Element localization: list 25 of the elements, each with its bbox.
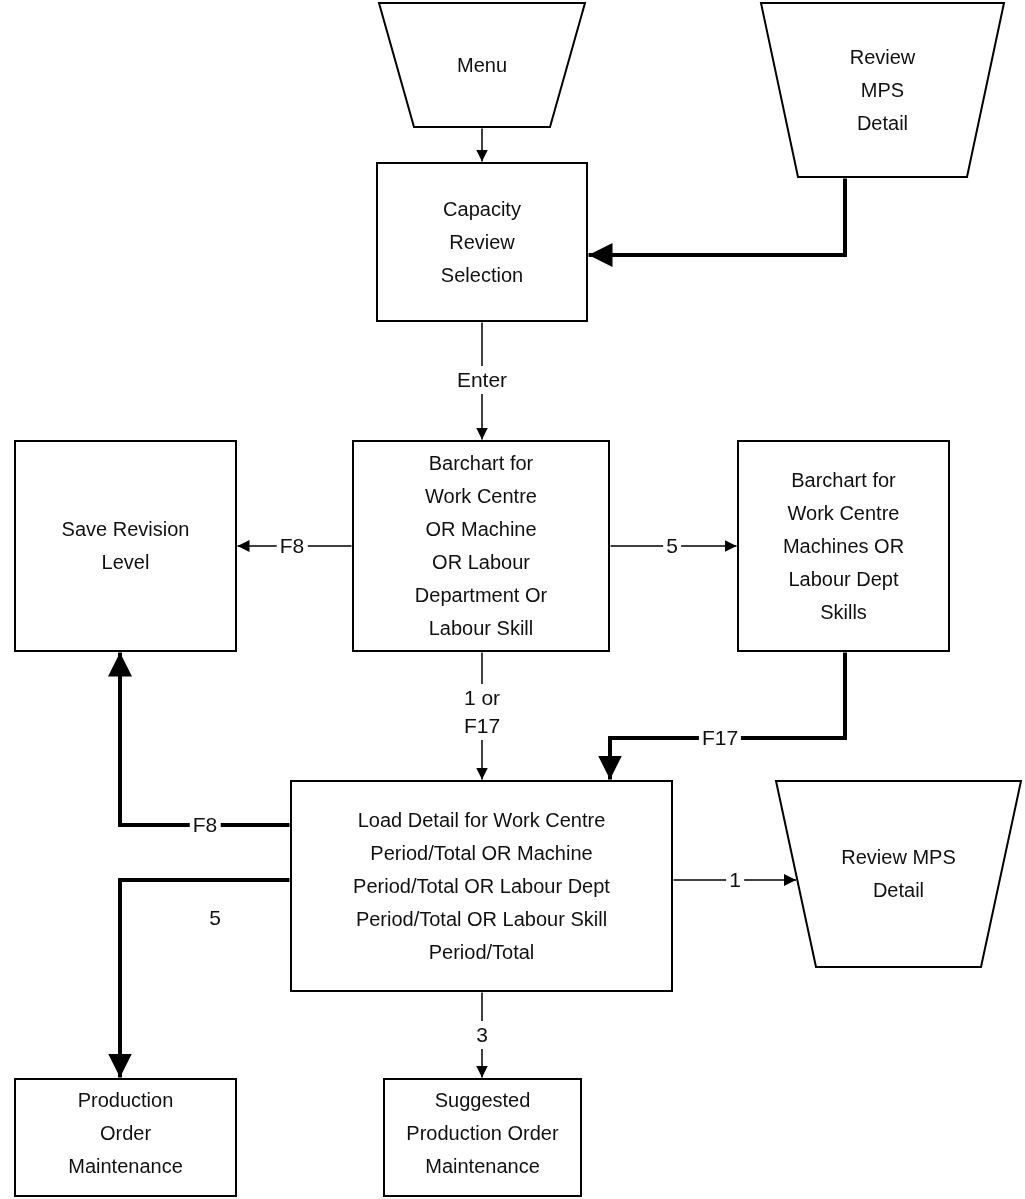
display-trapezoid bbox=[378, 2, 586, 128]
node-text: Suggested Production Order Maintenance bbox=[405, 1088, 560, 1179]
process-box bbox=[14, 440, 237, 652]
arrow bbox=[108, 652, 290, 827]
node-text: Save Revision Level bbox=[60, 517, 191, 575]
process-box bbox=[376, 162, 588, 322]
node-text: Production Order Maintenance bbox=[67, 1088, 184, 1179]
process-box bbox=[383, 1078, 582, 1197]
arrow bbox=[108, 878, 290, 1078]
display-trapezoid bbox=[775, 780, 1022, 968]
process-box bbox=[352, 440, 610, 652]
node-text: Barchart for Work Centre Machines OR Labour Dept Skills bbox=[781, 467, 906, 625]
node-text: Review MPS Detail bbox=[840, 845, 957, 903]
process-box bbox=[14, 1078, 237, 1197]
arrow bbox=[476, 127, 488, 163]
display-trapezoid bbox=[760, 2, 1005, 178]
node-text: Review MPS Detail bbox=[848, 44, 917, 136]
process-box bbox=[737, 440, 950, 652]
node-text: Load Detail for Work Centre Period/Total OR Machine Period/Total OR Labour Dept Period/Total OR Labour Skill Period/Total bbox=[352, 807, 611, 965]
arrow bbox=[588, 178, 847, 267]
node-text: Menu bbox=[456, 52, 508, 78]
node-text: Barchart for Work Centre OR Machine OR Labour Department Or Labour Skill bbox=[413, 451, 549, 641]
node-text: Capacity Review Selection bbox=[439, 196, 525, 288]
arrow bbox=[598, 652, 847, 780]
process-box bbox=[290, 780, 673, 992]
